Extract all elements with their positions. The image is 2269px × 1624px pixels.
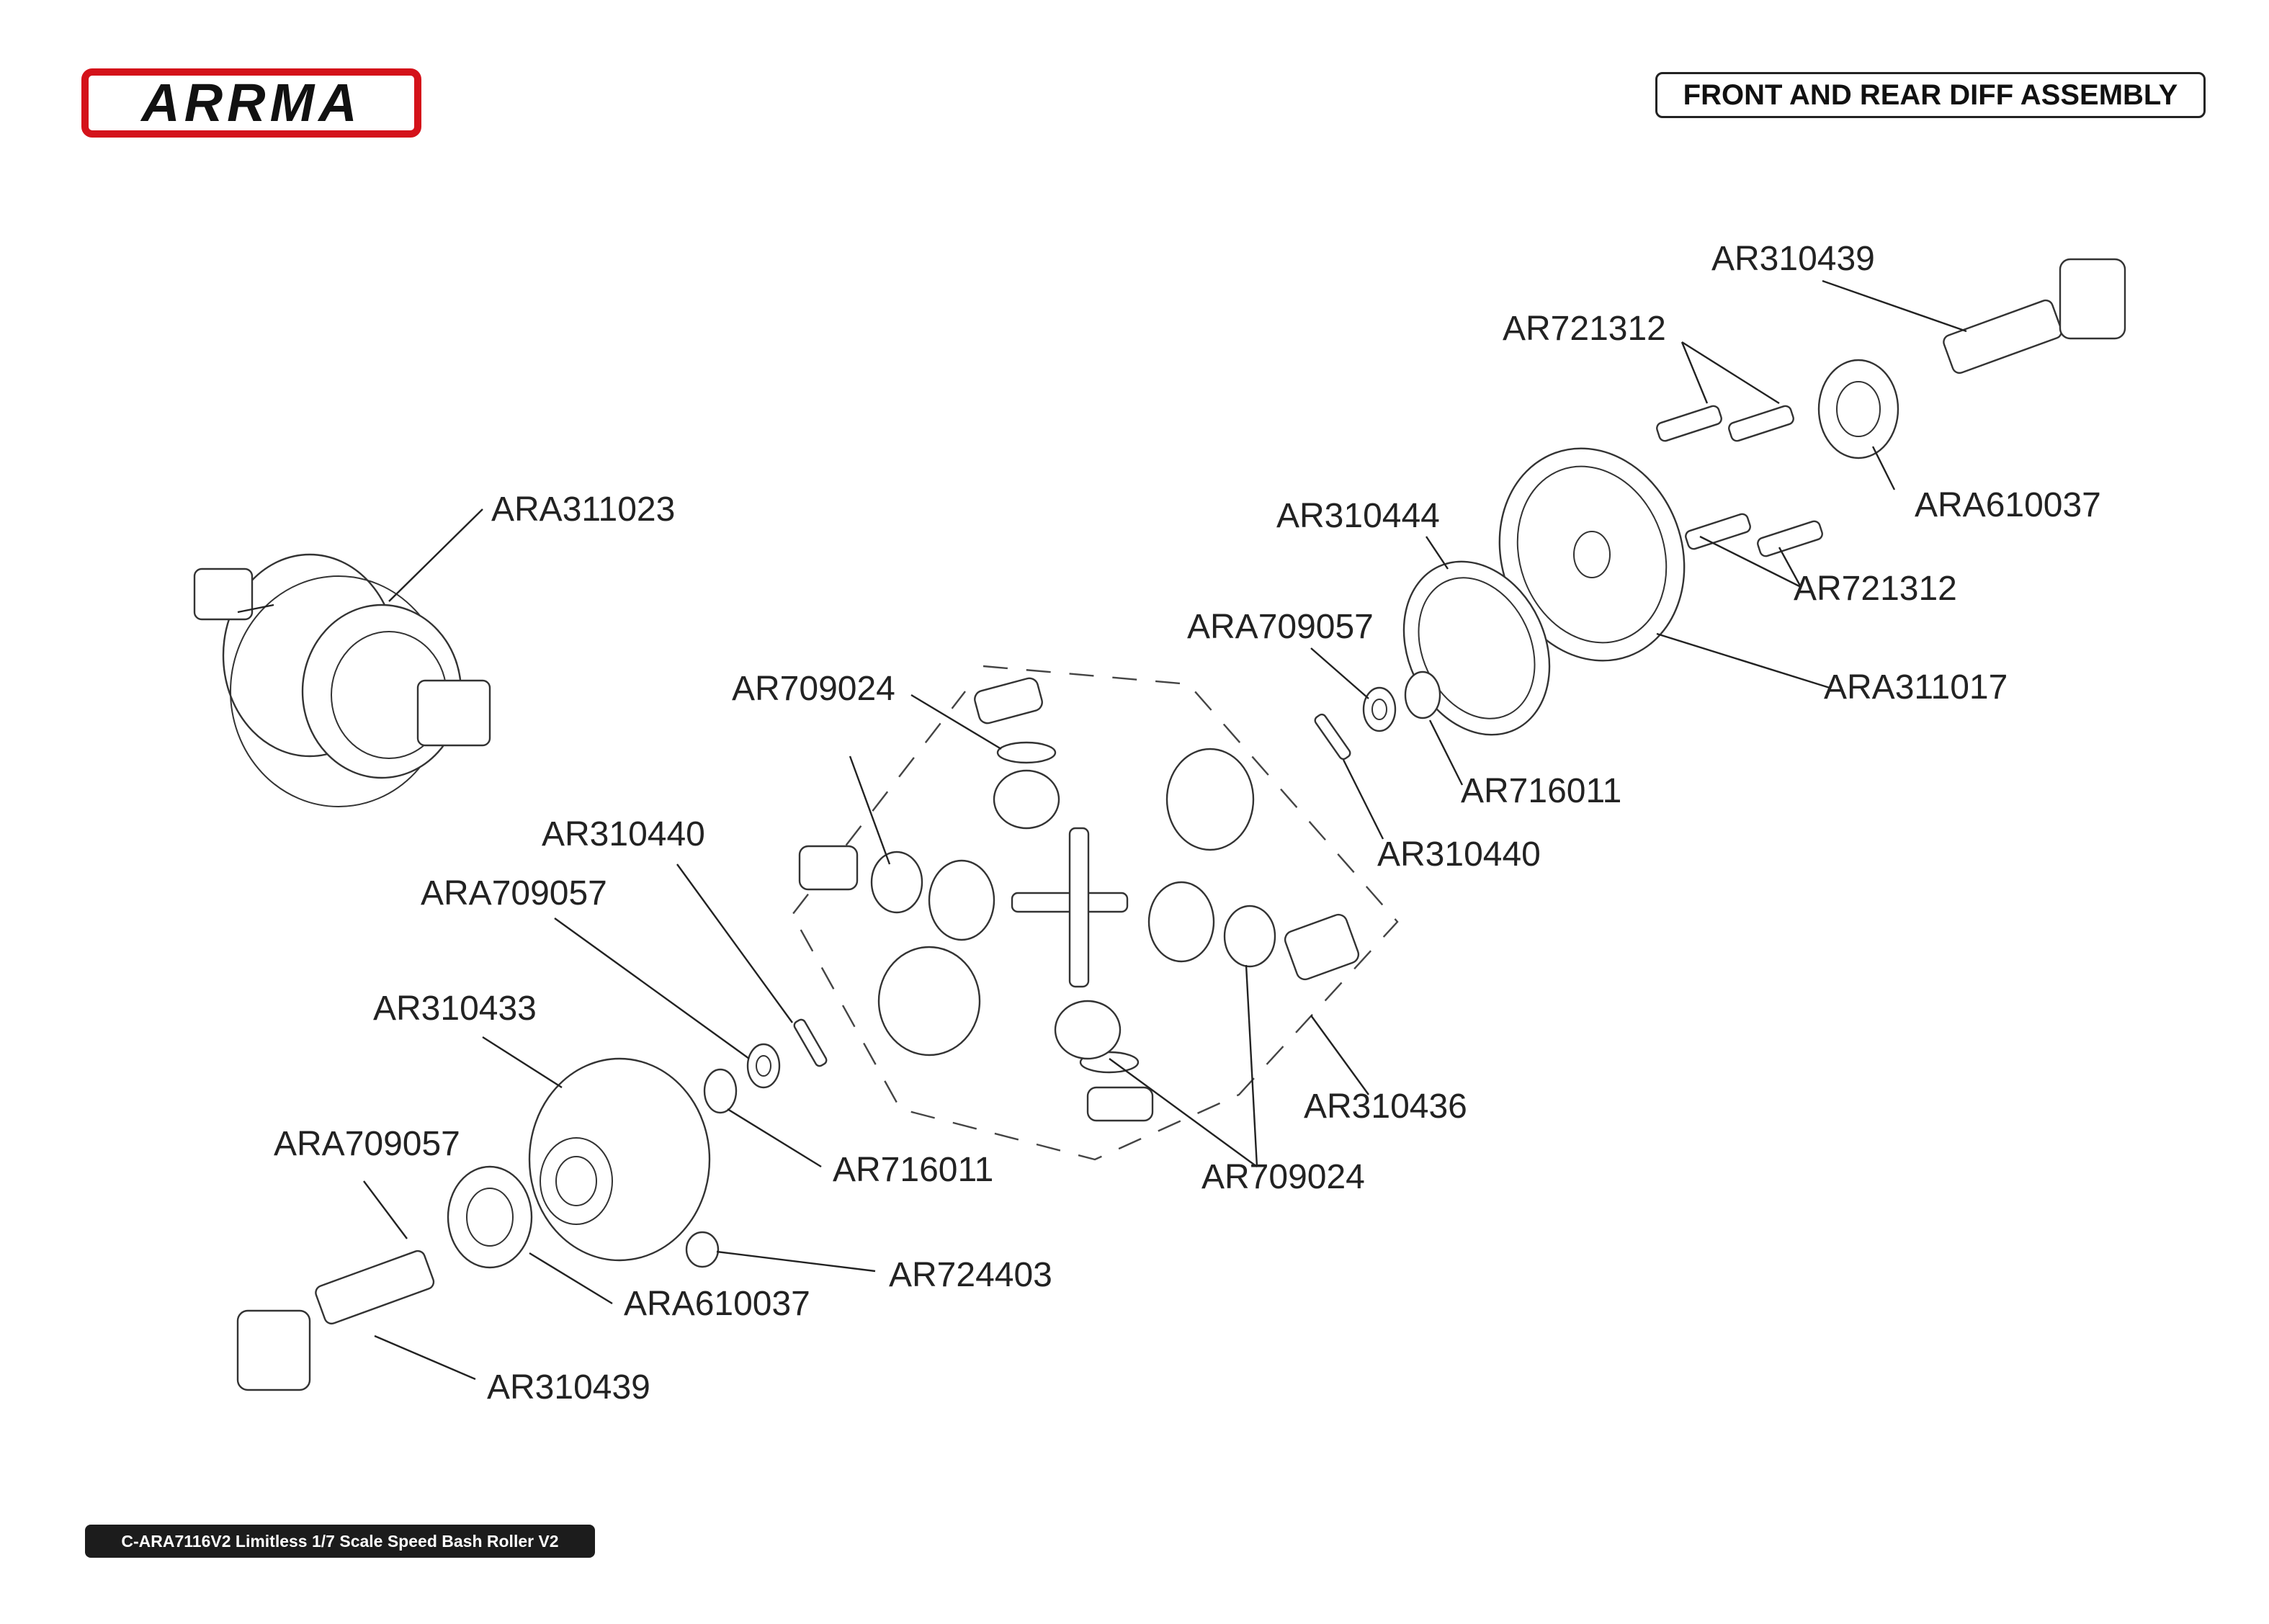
callout-ara709057-lower: ARA709057 bbox=[274, 1125, 460, 1163]
internal-parts bbox=[685, 670, 1441, 1268]
callout-ara709057-mid: ARA709057 bbox=[421, 874, 607, 912]
outdrive-upper-part bbox=[1943, 258, 2126, 374]
callout-ar724403: AR724403 bbox=[889, 1256, 1052, 1294]
callout-ar716011-upper: AR716011 bbox=[1461, 772, 1621, 810]
callout-ar310440-right: AR310440 bbox=[1377, 835, 1541, 874]
outdrive-lower-part bbox=[236, 1250, 435, 1391]
callout-ar310436: AR310436 bbox=[1304, 1087, 1467, 1126]
diff-housing-part bbox=[528, 1057, 711, 1262]
callout-ar709024-lower: AR709024 bbox=[1201, 1158, 1365, 1196]
brand-logo-text: ARRMA bbox=[140, 73, 361, 133]
callout-ar721312-lower: AR721312 bbox=[1794, 570, 1957, 608]
page-title: FRONT AND REAR DIFF ASSEMBLY bbox=[1655, 72, 2206, 118]
callout-ar709024-upper: AR709024 bbox=[732, 670, 895, 708]
callout-ar310433: AR310433 bbox=[373, 990, 537, 1028]
callout-ara709057-upper: ARA709057 bbox=[1187, 608, 1374, 646]
leader-lines bbox=[363, 279, 1967, 1381]
callout-ara311023: ARA311023 bbox=[491, 490, 675, 529]
diff-case-outline bbox=[791, 665, 1399, 1161]
callout-ar721312-top: AR721312 bbox=[1503, 310, 1666, 348]
callout-ara610037-top: ARA610037 bbox=[1915, 486, 2101, 524]
assembled-diff-part bbox=[193, 553, 491, 807]
callout-ara311017: ARA311017 bbox=[1824, 668, 2008, 706]
pins-part bbox=[1656, 405, 1823, 557]
bearing-upper-part bbox=[1817, 359, 1899, 459]
callout-ar310440-left: AR310440 bbox=[542, 815, 705, 853]
callout-ara610037-lower: ARA610037 bbox=[624, 1285, 810, 1323]
footer-model-label: C-ARA7116V2 Limitless 1/7 Scale Speed Ba… bbox=[85, 1525, 595, 1558]
arrma-logo: ARRMA bbox=[81, 68, 421, 138]
callout-ar310439-lower: AR310439 bbox=[487, 1368, 650, 1407]
bearing-lower-part bbox=[447, 1165, 533, 1269]
callout-ar716011-lower: AR716011 bbox=[833, 1151, 993, 1189]
callout-ar310439-top: AR310439 bbox=[1711, 240, 1875, 278]
callout-labels: AR310439 AR721312 ARA610037 AR721312 ARA… bbox=[274, 240, 2101, 1407]
callout-ar310444: AR310444 bbox=[1276, 497, 1440, 535]
